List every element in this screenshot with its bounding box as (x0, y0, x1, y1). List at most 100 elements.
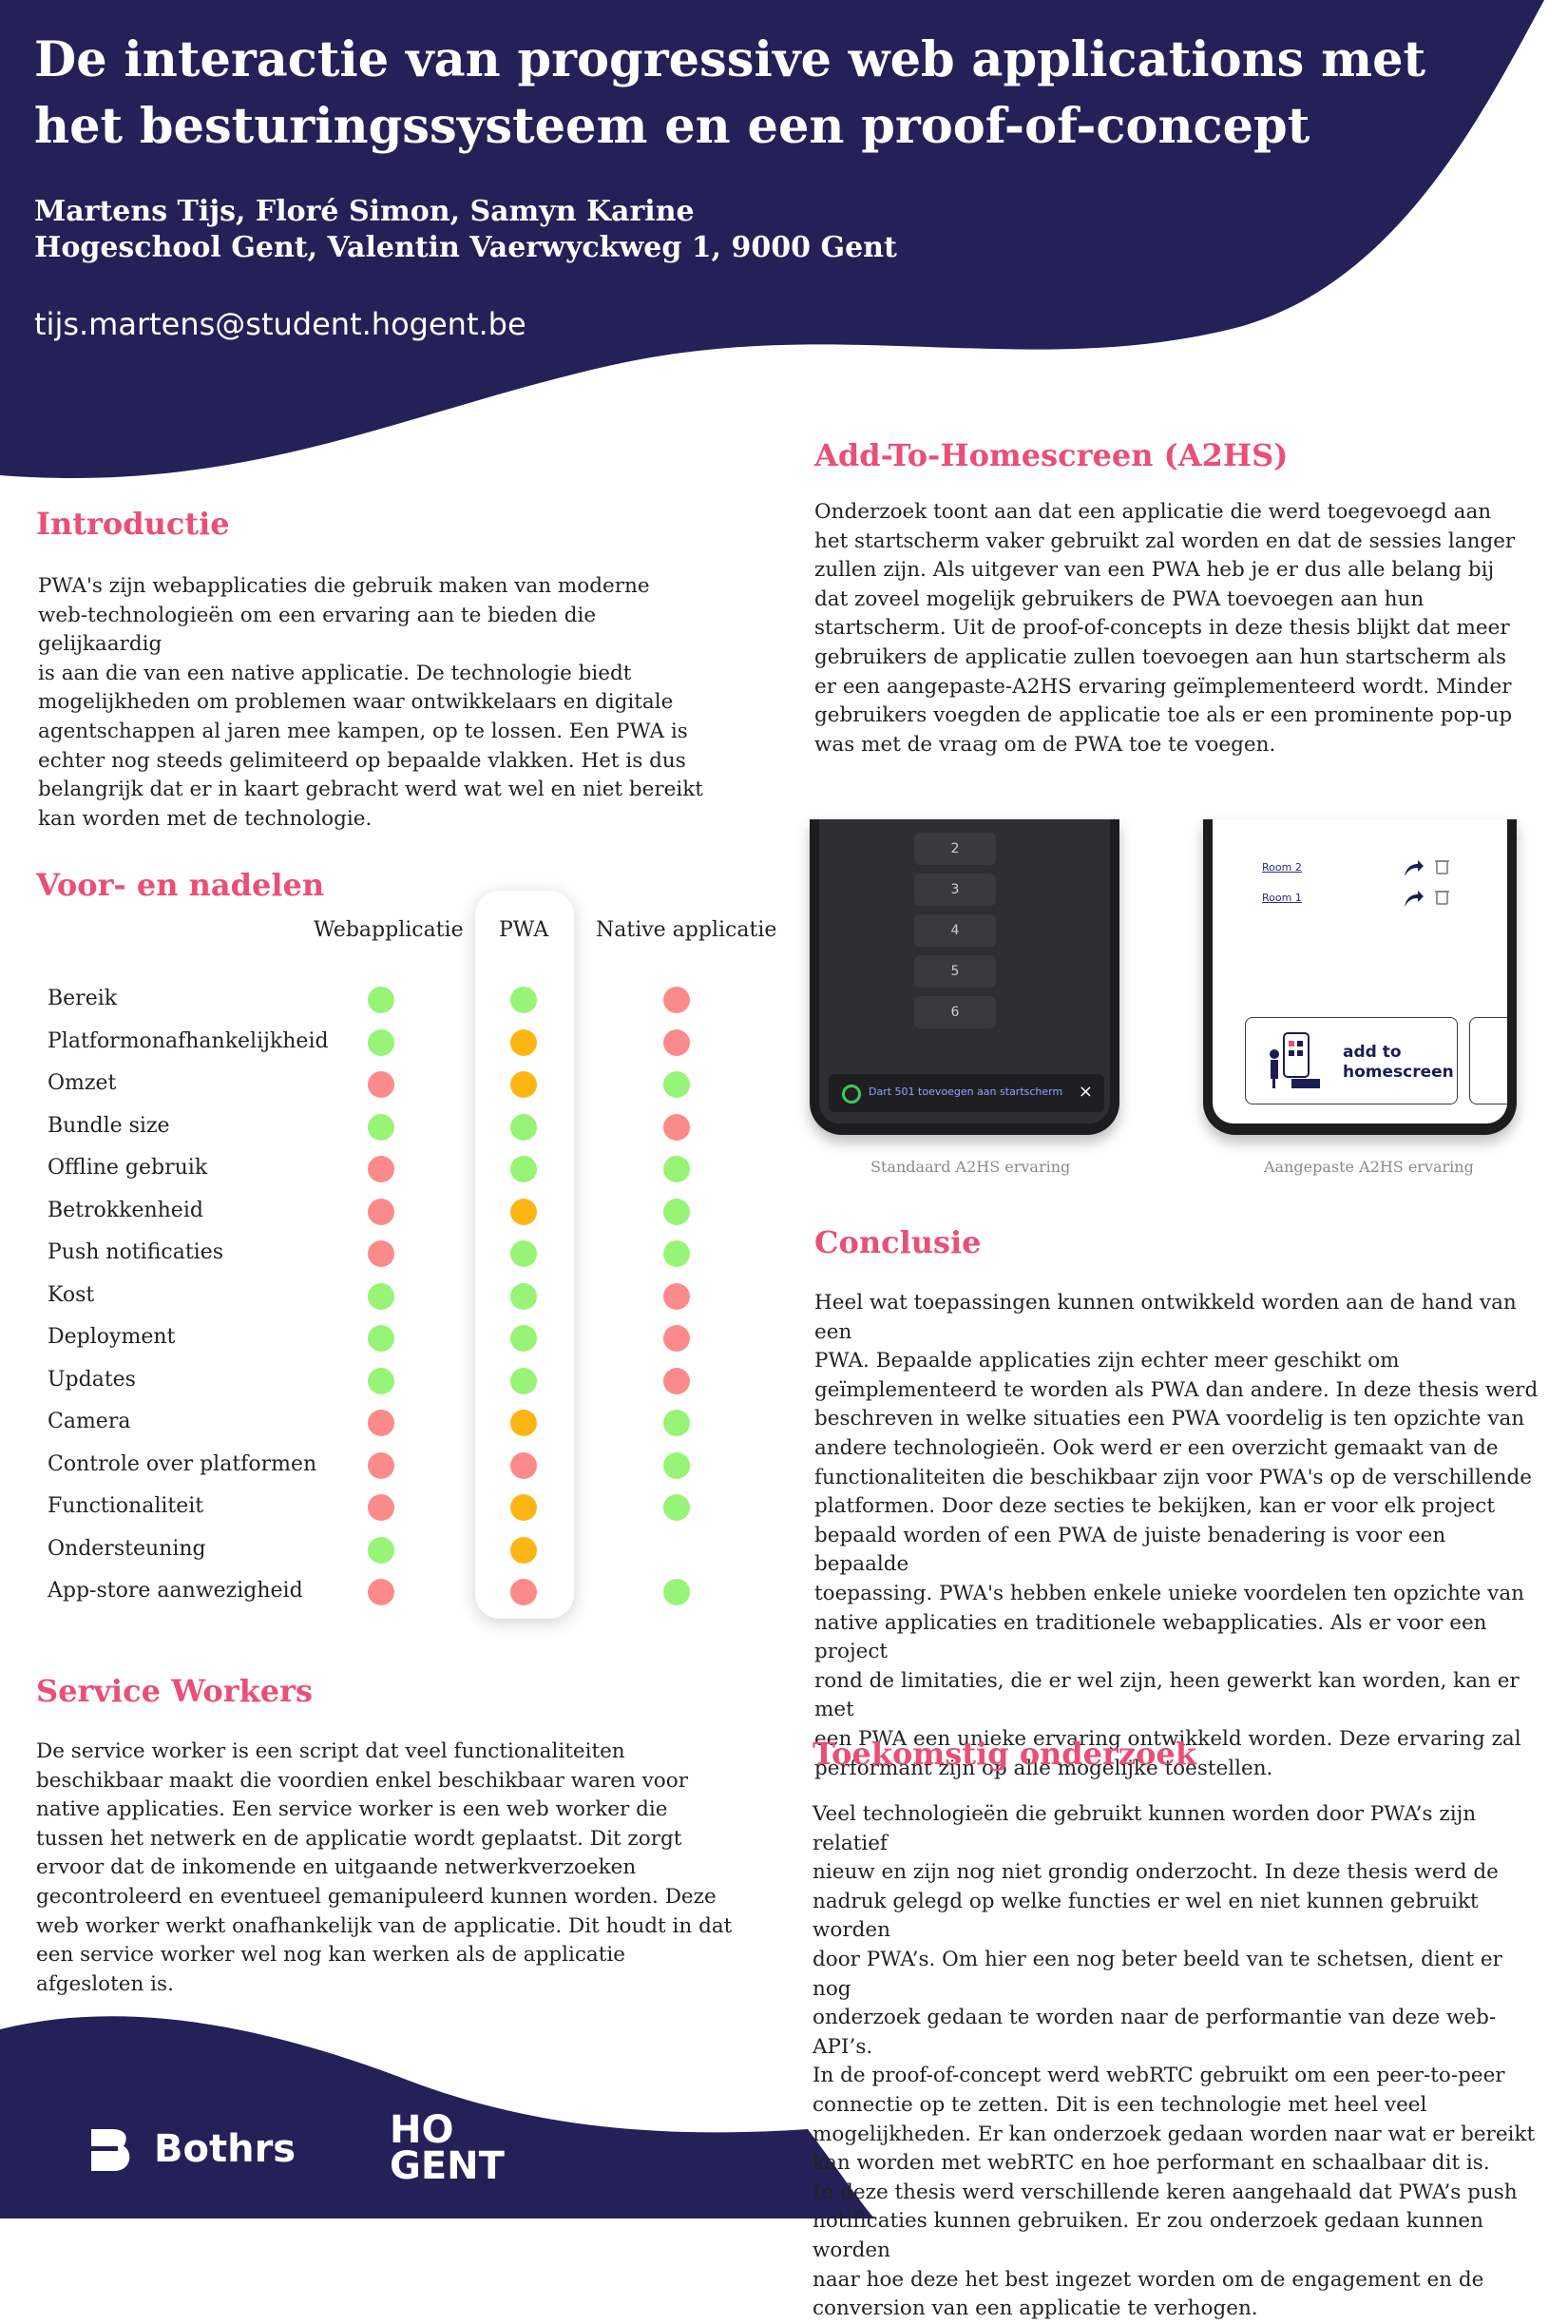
number-button[interactable]: 3 (914, 874, 996, 906)
status-dot-green (368, 1536, 394, 1564)
row-label: Betrokkenheid (48, 1198, 203, 1222)
status-dot-green (663, 1410, 690, 1436)
add-to-homescreen-card[interactable]: add to homescreen (1245, 1017, 1458, 1104)
title-line-2: het besturingssysteem en een proof-of-co… (34, 98, 1310, 155)
phone-illustration-icon (1270, 1032, 1320, 1088)
status-dot-orange (510, 1198, 537, 1225)
number-button[interactable]: 4 (914, 914, 996, 947)
install-banner-text: Dart 501 toevoegen aan startscherm (869, 1085, 1063, 1098)
row-label: Functionaliteit (48, 1494, 204, 1518)
footer-wave (0, 2016, 874, 2218)
number-button[interactable]: 5 (914, 955, 996, 988)
row-label: Updates (48, 1367, 136, 1392)
service-workers-text: De service worker is een script dat veel… (36, 1739, 733, 1996)
status-dot-green (368, 1367, 394, 1394)
bothrs-logo: Bothrs (154, 2127, 296, 2171)
status-dot-green (663, 1198, 690, 1225)
status-dot-red (368, 1156, 394, 1182)
status-dot-green (663, 1240, 690, 1267)
share-icon[interactable] (1405, 860, 1424, 876)
status-dot-red (368, 1071, 394, 1098)
phone-standard-a2hs: 2 3 4 5 6 Dart 501 toevoegen aan startsc… (810, 819, 1119, 1135)
status-dot-green (663, 1156, 690, 1182)
add-to-label: add to (1343, 1043, 1402, 1062)
row-label: Bundle size (48, 1113, 170, 1138)
next-card[interactable] (1469, 1017, 1507, 1104)
header-wave (0, 0, 1544, 478)
status-dot-green (368, 1282, 394, 1310)
conclusion-heading: Conclusie (814, 1224, 982, 1260)
title-line-1: De interactie van progressive web applic… (34, 31, 1426, 88)
status-dot-red (368, 1494, 394, 1521)
trash-icon[interactable] (1435, 891, 1449, 905)
status-dot-red (368, 1240, 394, 1267)
row-label: Deployment (48, 1325, 176, 1349)
trash-icon[interactable] (1435, 860, 1449, 874)
phone-custom-a2hs: Room 2 Room 1 add to homescreen (1203, 819, 1517, 1135)
a2hs-heading: Add-To-Homescreen (A2HS) (814, 437, 1289, 473)
status-dot-green (510, 1240, 537, 1267)
row-label: Camera (48, 1410, 131, 1433)
room-actions (1405, 860, 1449, 907)
number-button[interactable]: 6 (914, 996, 996, 1028)
a2hs-install-banner[interactable]: Dart 501 toevoegen aan startscherm × (829, 1074, 1104, 1112)
status-dot-orange (510, 1410, 537, 1436)
row-label: Kost (48, 1282, 95, 1307)
status-dot-red (663, 987, 690, 1013)
status-dot-green (663, 1579, 690, 1605)
status-dot-red (368, 1410, 394, 1436)
status-dot-orange (510, 1494, 537, 1521)
future-research-text: Veel technologieën die gebruikt kunnen w… (813, 1802, 1536, 2321)
status-dot-green (510, 1325, 537, 1352)
authors: Martens Tijs, Floré Simon, Samyn Karine … (34, 194, 897, 266)
intro-heading: Introductie (36, 506, 230, 542)
status-dot-red (663, 1325, 690, 1352)
spinner-icon (842, 1085, 861, 1104)
caption-standard-a2hs: Standaard A2HS ervaring (870, 1158, 1071, 1176)
status-dot-green (510, 1113, 537, 1141)
share-icon[interactable] (1405, 891, 1424, 907)
status-dot-red (663, 1113, 690, 1141)
status-dot-green (663, 1494, 690, 1521)
intro-text: PWA's zijn webapplicaties die gebruik ma… (38, 574, 703, 831)
status-dot-red (510, 1451, 537, 1479)
status-dot-red (663, 1028, 690, 1056)
room-link[interactable]: Room 2 (1262, 861, 1302, 874)
column-header-pwa: PWA (499, 918, 549, 942)
future-research-heading: Toekomstig onderzoek (813, 1736, 1196, 1772)
hogent-logo: HO GENT (390, 2108, 505, 2185)
row-label: Controle over platformen (48, 1451, 317, 1476)
status-dot-green (663, 1071, 690, 1098)
status-dot-red (368, 1198, 394, 1225)
status-dot-green (368, 987, 394, 1013)
bothrs-logo-icon (91, 2129, 130, 2171)
room-link[interactable]: Room 1 (1262, 892, 1302, 904)
status-dot-green (368, 1113, 394, 1141)
row-label: Push notificaties (48, 1240, 224, 1264)
status-dot-red (663, 1367, 690, 1394)
status-dot-orange (510, 1536, 537, 1564)
status-dot-green (510, 1156, 537, 1182)
poster-title: De interactie van progressive web applic… (34, 27, 1460, 160)
row-label: Platformonafhankelijkheid (48, 1028, 329, 1053)
column-header-webapplicatie: Webapplicatie (314, 918, 464, 942)
number-button[interactable]: 2 (914, 833, 996, 865)
close-icon[interactable]: × (1078, 1082, 1093, 1102)
status-dot-green (368, 1325, 394, 1352)
status-dot-green (510, 1367, 537, 1394)
status-dot-green (510, 987, 537, 1013)
status-dot-red (368, 1579, 394, 1605)
caption-custom-a2hs: Aangepaste A2HS ervaring (1264, 1158, 1474, 1176)
row-label: Bereik (48, 987, 118, 1010)
a2hs-text: Onderzoek toont aan dat een applicatie d… (814, 500, 1516, 757)
status-dot-green (368, 1028, 394, 1056)
row-label: Ondersteuning (48, 1536, 206, 1561)
hogent-logo-line-1: HO (390, 2108, 454, 2152)
author-email[interactable]: tijs.martens@student.hogent.be (34, 306, 526, 342)
conclusion-text: Heel wat toepassingen kunnen ontwikkeld … (814, 1291, 1539, 1780)
service-workers-heading: Service Workers (36, 1673, 313, 1709)
row-label: Offline gebruik (48, 1156, 208, 1180)
status-dot-red (510, 1579, 537, 1605)
row-label: Omzet (48, 1071, 117, 1095)
status-dot-green (663, 1451, 690, 1479)
